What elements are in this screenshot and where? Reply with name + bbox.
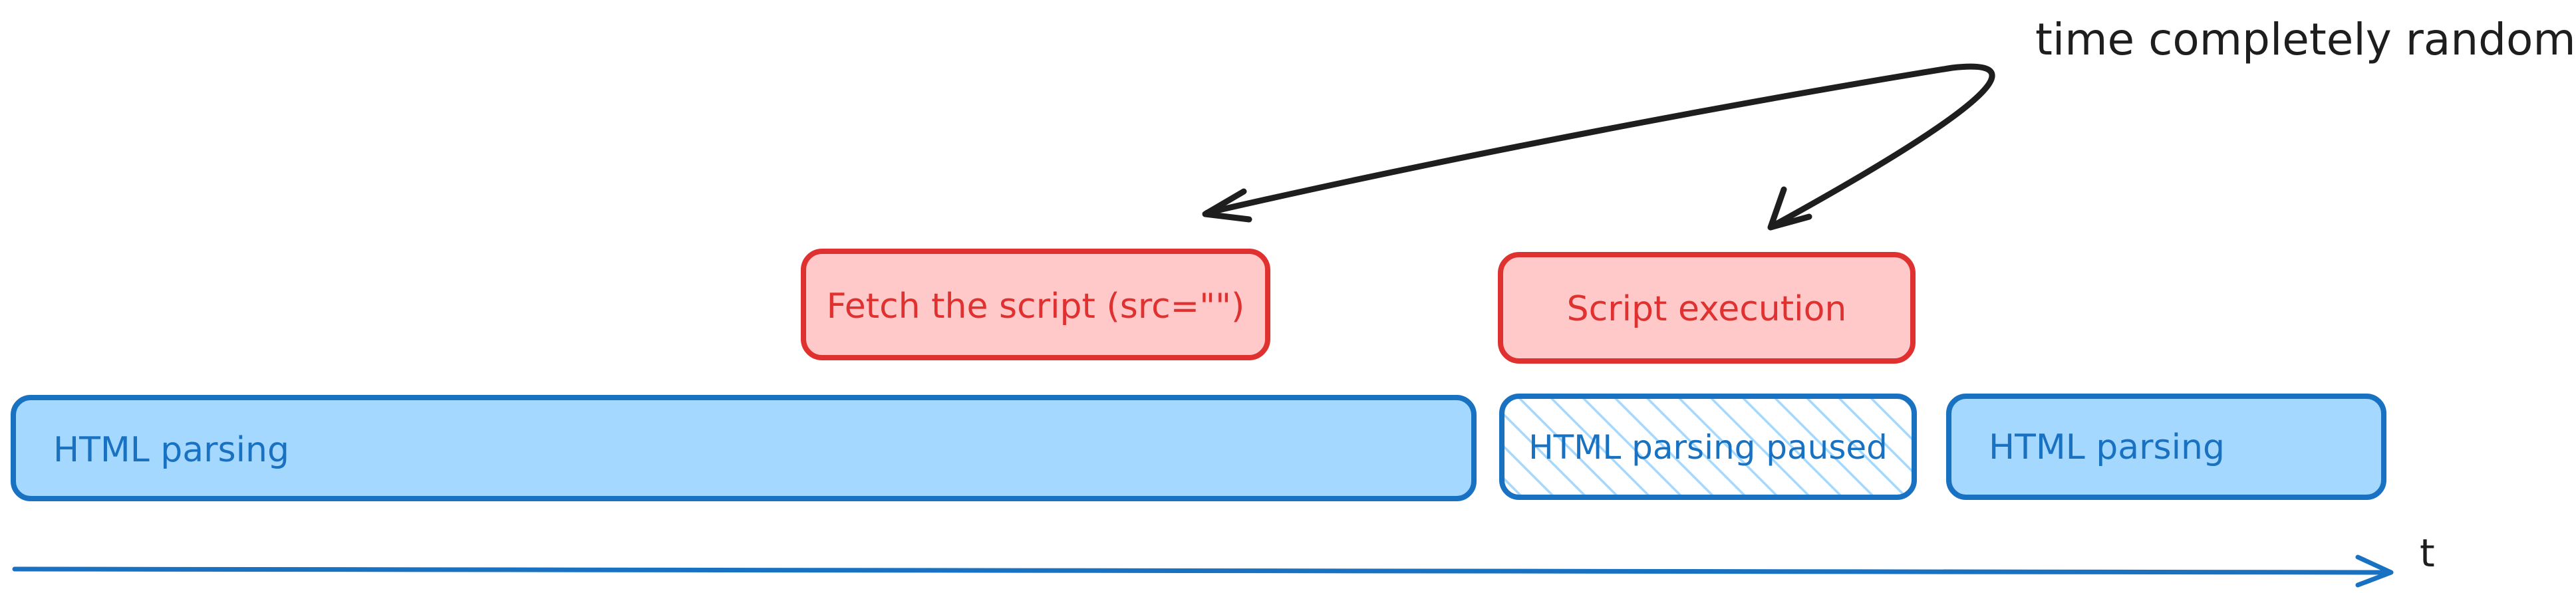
arrowhead-left-icon xyxy=(1202,188,1252,223)
axis-arrowhead-icon xyxy=(2355,554,2394,588)
fetch-script-label: Fetch the script (src="") xyxy=(827,287,1245,326)
html-parsing-box-2: HTML parsing xyxy=(1946,394,2386,500)
random-time-arrow xyxy=(1202,63,1995,231)
html-parsing-label-2: HTML parsing xyxy=(1989,427,2225,467)
annotation-label: time completely random xyxy=(2035,14,2576,65)
fetch-script-box: Fetch the script (src="") xyxy=(801,249,1270,360)
time-axis-label: t xyxy=(2420,531,2435,576)
html-parsing-box-1: HTML parsing xyxy=(11,395,1477,501)
html-parsing-paused-label: HTML parsing paused xyxy=(1528,428,1888,467)
script-execution-label: Script execution xyxy=(1567,289,1847,329)
html-parsing-label-1: HTML parsing xyxy=(53,430,289,470)
html-parsing-paused-box: HTML parsing paused xyxy=(1499,394,1917,500)
time-axis: t xyxy=(12,531,2435,588)
arrowhead-down-icon xyxy=(1767,186,1812,231)
script-execution-box: Script execution xyxy=(1498,252,1916,364)
